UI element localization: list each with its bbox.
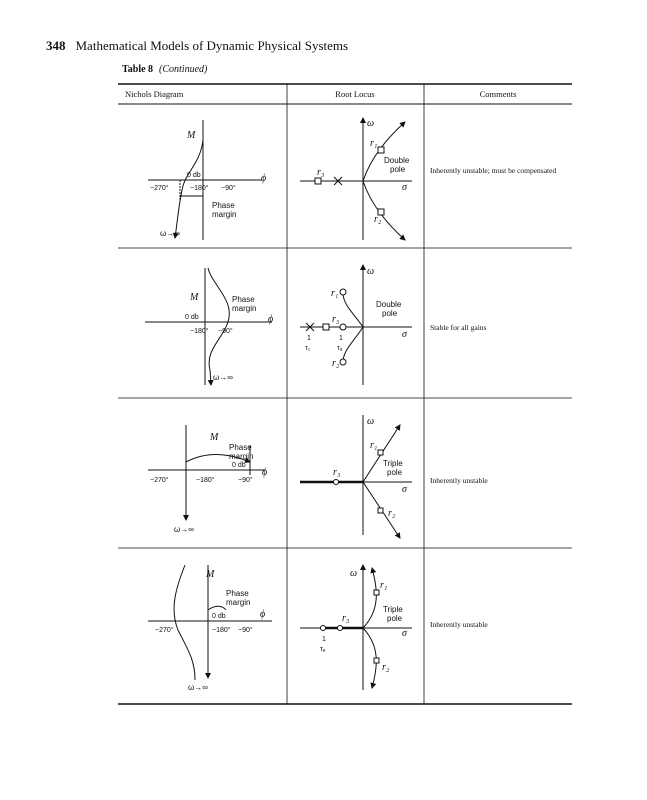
sigma-axis-label: σ (402, 484, 408, 495)
phase-margin-label: Phase (229, 443, 252, 452)
omega-axis-label: ω (367, 416, 374, 427)
comment-text: Stable for all gains (430, 323, 487, 332)
zero-db-label: 0 db (187, 172, 201, 179)
chapter-title: Mathematical Models of Dynamic Physical … (75, 38, 349, 53)
column-header-nichols: Nichols Diagram (125, 89, 184, 99)
phi-axis-label: ϕ (260, 609, 265, 620)
omega-infinity-label: ω→∞ (174, 525, 194, 534)
r2-label: r₂ (332, 358, 340, 369)
omega-axis-label: ω (350, 568, 357, 579)
phase-margin-label: margin (232, 304, 256, 313)
r1-label: r₁ (331, 288, 338, 299)
comment-text: Inherently unstable (430, 476, 488, 485)
fraction-denominator: τₐ (337, 345, 343, 352)
r1-label: r₁ (370, 138, 377, 149)
row-2-nichols (145, 267, 272, 386)
pole-label: Double (376, 300, 402, 309)
phi-axis-label: ϕ (262, 467, 267, 478)
fraction-denominator: τ₁ (305, 345, 311, 352)
r3-label: r₃ (333, 467, 341, 478)
row-2-root-locus (300, 264, 412, 385)
r3-label: r₃ (342, 613, 350, 624)
r1-label: r₁ (370, 440, 377, 451)
omega-infinity-label: ω→∞ (160, 229, 180, 238)
tick-label: −90° (238, 626, 253, 634)
tick-label: −180° (190, 327, 209, 335)
r3-label: r₃ (317, 167, 325, 178)
fraction-numerator: 1 (307, 335, 311, 342)
comment-text: Inherently unstable; must be compensated (430, 166, 557, 175)
tick-label: −90° (221, 184, 236, 192)
row-4-root-locus (300, 564, 412, 690)
fraction-numerator: 1 (339, 335, 343, 342)
tick-label: −270° (155, 626, 174, 634)
caption-note: (Continued) (159, 64, 208, 75)
table-rules (118, 83, 572, 705)
comment-text: Inherently unstable (430, 620, 488, 629)
phase-margin-label: Phase (226, 589, 249, 598)
phase-margin-label: margin (212, 210, 236, 219)
tick-label: −180° (190, 184, 209, 192)
phi-axis-label: ϕ (261, 173, 266, 184)
pole-label: pole (387, 468, 403, 477)
omega-axis-label: ω (367, 118, 374, 129)
pole-label: pole (390, 165, 406, 174)
zero-db-label: 0 db (185, 314, 199, 321)
m-axis-label: M (189, 292, 199, 303)
r2-label: r₂ (388, 508, 396, 519)
tick-label: −90° (218, 327, 233, 335)
pole-label: Double (384, 156, 410, 165)
sigma-axis-label: σ (402, 182, 408, 193)
r3-label: r₃ (332, 314, 340, 325)
sigma-axis-label: σ (402, 329, 408, 340)
phase-margin-label: Phase (212, 201, 235, 210)
phase-margin-label: margin (229, 452, 253, 461)
omega-infinity-label: ω→∞ (213, 373, 233, 382)
tick-label: −180° (196, 476, 215, 484)
omega-infinity-label: ω→∞ (188, 683, 208, 692)
zero-db-label: 0 db (212, 613, 226, 620)
sigma-axis-label: σ (402, 628, 408, 639)
pole-label: pole (382, 309, 398, 318)
row-3-root-locus (300, 415, 412, 539)
tick-label: −180° (212, 626, 231, 634)
m-axis-label: M (205, 569, 215, 580)
r1-label: r₁ (380, 580, 387, 591)
row-4-nichols (148, 564, 272, 681)
m-axis-label: M (209, 432, 219, 443)
r2-label: r₂ (374, 214, 382, 225)
zero-db-label: 0 db (232, 462, 246, 469)
phase-margin-label: margin (226, 598, 250, 607)
omega-axis-label: ω (367, 266, 374, 277)
table-caption: Table 8 (Continued) (122, 64, 207, 75)
phase-margin-label: Phase (232, 295, 255, 304)
phi-axis-label: ϕ (268, 314, 273, 325)
tick-label: −270° (150, 184, 169, 192)
column-header-root-locus: Root Locus (335, 89, 374, 99)
fraction-denominator: τₐ (320, 646, 326, 653)
tick-label: −90° (238, 476, 253, 484)
row-3-nichols (148, 425, 265, 521)
running-header: 348 Mathematical Models of Dynamic Physic… (46, 38, 348, 54)
fraction-numerator: 1 (322, 636, 326, 643)
row-1-root-locus (300, 117, 412, 241)
pole-label: pole (387, 614, 403, 623)
r2-label: r₂ (382, 662, 390, 673)
row-1-nichols (148, 120, 262, 240)
pole-label: Triple (383, 605, 403, 614)
table-number: Table 8 (122, 64, 154, 75)
pole-label: Triple (383, 459, 403, 468)
tick-label: −270° (150, 476, 169, 484)
m-axis-label: M (186, 130, 196, 141)
column-header-comments: Comments (480, 89, 517, 99)
page-number: 348 (46, 38, 66, 53)
